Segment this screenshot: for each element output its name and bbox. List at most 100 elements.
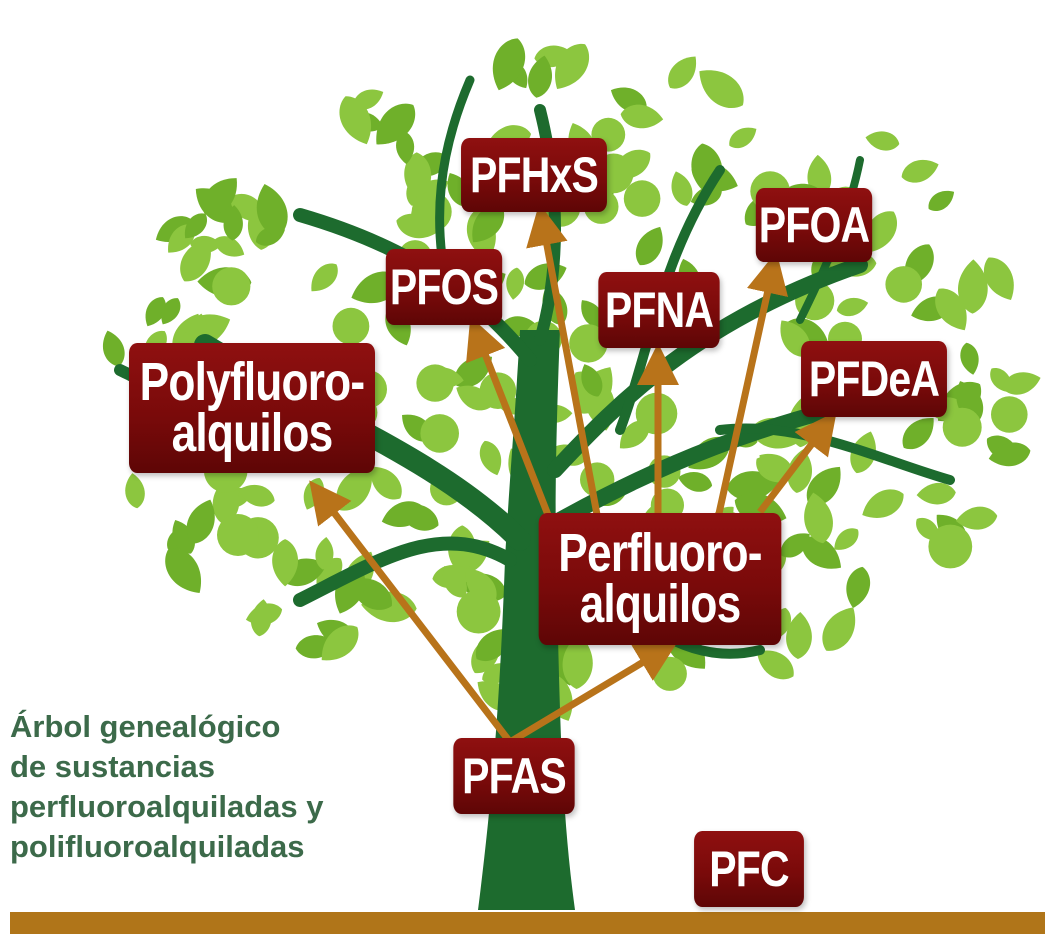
apple-shape [885, 266, 922, 303]
node-pfhxs-label: PFHxS [469, 147, 599, 203]
apple-shape [212, 267, 251, 306]
leaf-shape [562, 633, 593, 690]
apple-shape [456, 589, 501, 634]
leaf-shape [671, 171, 693, 206]
leaf-shape [865, 131, 900, 151]
leaf-shape [454, 356, 493, 388]
leaf-shape [581, 364, 603, 397]
leaf-shape [786, 612, 812, 659]
leaf-shape [635, 226, 663, 266]
node-pfna-label: PFNA [604, 282, 714, 338]
node-pfdea: PFDeA [801, 341, 947, 417]
arrow-perfluoro-to-pfhxs [526, 203, 602, 521]
leaf-shape [311, 263, 338, 292]
leaf-shape [988, 442, 1031, 467]
leaf-shape [472, 204, 505, 243]
apple-shape [217, 514, 259, 556]
leaf-shape [321, 625, 359, 661]
apple-shape [420, 414, 460, 453]
apple-shape [569, 324, 608, 363]
leaf-shape [916, 482, 956, 505]
node-perfluoroalquilos: Perfluoro- alquilos [538, 513, 782, 645]
leaf-shape [822, 607, 856, 651]
leaf-shape [960, 342, 979, 375]
leaf-shape [186, 499, 215, 544]
node-pfos-label: PFOS [389, 259, 499, 315]
node-polyfluoro-line1: Polyfluoro- [139, 351, 365, 412]
leaf-shape [846, 566, 871, 608]
leaf-shape [620, 104, 664, 129]
node-polyfluoro-line2: alquilos [171, 403, 334, 463]
leaf-shape [801, 536, 842, 569]
caption-line-1: Árbol genealógico [10, 709, 281, 744]
leaf-shape [172, 519, 195, 554]
leaf-shape [202, 178, 237, 215]
leaf-shape [836, 297, 869, 317]
node-pfdea-label: PFDeA [808, 351, 940, 407]
leaf-shape [668, 56, 697, 89]
leaf-shape [756, 650, 794, 680]
node-pfna: PFNA [598, 272, 720, 348]
apple-shape [652, 656, 687, 691]
leaf-shape [250, 599, 272, 637]
leaf-shape [479, 440, 502, 476]
node-pfos: PFOS [385, 249, 503, 325]
leaf-shape [165, 548, 201, 594]
arrow-perfluoro-to-pfoa [714, 251, 789, 519]
leaf-shape [161, 298, 181, 325]
node-perfluoro-line1: Perfluoro- [558, 522, 762, 583]
leaf-shape [103, 330, 125, 367]
leaf-shape [396, 131, 415, 165]
caption-line-2: de sustancias [10, 749, 216, 784]
apple-shape [332, 307, 370, 345]
leaf-shape [928, 190, 955, 212]
leaf-shape [442, 566, 467, 598]
leaf-shape [935, 288, 967, 331]
node-pfoa: PFOA [755, 188, 873, 262]
leaf-shape [370, 466, 402, 500]
leaf-shape [780, 533, 810, 558]
node-pfas-label: PFAS [462, 748, 567, 804]
leaf-shape [834, 528, 859, 550]
leaf-shape [528, 55, 553, 98]
node-pfhxs: PFHxS [461, 138, 607, 212]
leaf-shape [303, 477, 324, 510]
leaf-shape [729, 127, 757, 149]
ground-bar [10, 912, 1045, 934]
leaf-shape [787, 449, 813, 493]
apple-shape [928, 524, 973, 569]
leaf-shape [581, 300, 604, 328]
leaf-shape [958, 259, 988, 314]
node-pfoa-label: PFOA [758, 197, 870, 253]
leaf-shape [699, 70, 744, 109]
arrows [309, 203, 837, 746]
leaf-shape [1002, 372, 1041, 395]
leaf-shape [506, 267, 525, 300]
node-perfluoro-line2: alquilos [579, 574, 742, 634]
node-polyfluoroalquilos: Polyfluoro- alquilos [129, 343, 375, 473]
leaf-shape [902, 418, 934, 450]
leaf-shape [272, 539, 299, 587]
leaf-shape [804, 492, 833, 544]
node-pfc-label: PFC [709, 841, 789, 897]
leaf-shape [315, 537, 334, 570]
caption: Árbol genealógico de sustancias perfluor… [10, 707, 430, 867]
node-pfc: PFC [694, 831, 804, 907]
arrow-pfas-to-perfluoro [508, 641, 679, 746]
leaf-shape [215, 236, 245, 257]
caption-line-4: polifluoroalquiladas [10, 829, 305, 864]
leaf-shape [983, 257, 1014, 301]
leaf-shape [256, 183, 288, 237]
leaf-shape [180, 239, 211, 282]
leaf-shape [955, 506, 998, 530]
leaf-shape [678, 472, 713, 492]
caption-line-3: perfluoroalquiladas y [10, 789, 324, 824]
leaf-shape [223, 205, 243, 241]
leaf-shape [125, 473, 145, 509]
leaf-shape [759, 453, 794, 481]
apple-shape [991, 396, 1028, 433]
leaf-shape [184, 213, 207, 239]
apple-shape [416, 364, 454, 402]
leaf-shape [862, 489, 904, 518]
